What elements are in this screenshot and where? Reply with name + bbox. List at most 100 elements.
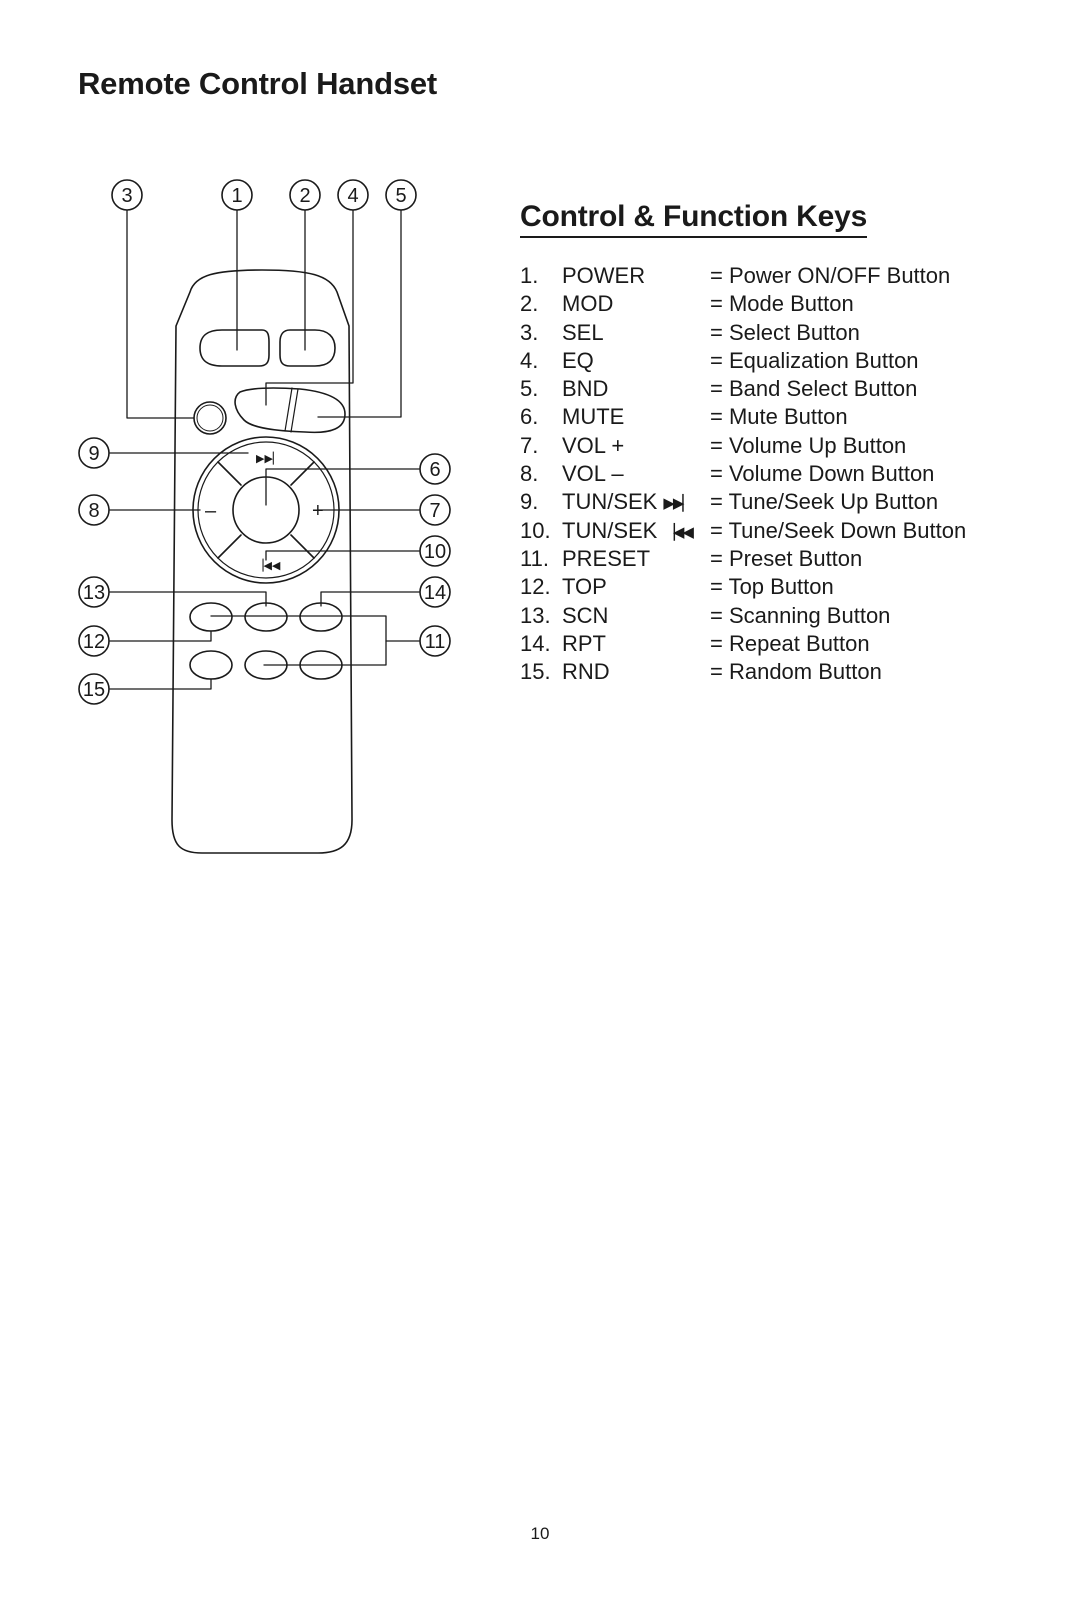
- key-number: 6.: [520, 404, 539, 430]
- key-description: = Band Select Button: [710, 376, 918, 402]
- svg-text:6: 6: [429, 459, 440, 481]
- key-number: 4.: [520, 347, 539, 373]
- key-description: = Volume Down Button: [710, 461, 935, 487]
- svg-text:2: 2: [299, 185, 310, 207]
- key-description: = Equalization Button: [710, 347, 919, 373]
- seek-down-glyph: ▕◀◀: [255, 558, 281, 572]
- key-row: 11. PRESET = Preset Button: [520, 545, 1060, 573]
- key-abbreviation: SEL: [562, 319, 604, 345]
- section-title: Control & Function Keys: [520, 200, 867, 238]
- callout-3: 3: [111, 179, 143, 211]
- svg-text:8: 8: [88, 500, 99, 522]
- key-abbreviation: MUTE: [562, 404, 625, 430]
- key-description: = Random Button: [710, 659, 882, 685]
- key-number: 9.: [520, 489, 539, 515]
- rewind-icon: ▕◀◀: [663, 523, 694, 541]
- key-row: 13. SCN = Scanning Button: [520, 602, 1060, 630]
- key-description: = Repeat Button: [710, 630, 870, 656]
- callout-8: 8: [78, 494, 110, 526]
- callout-11: 11: [419, 625, 451, 657]
- key-number: 1.: [520, 263, 539, 288]
- svg-text:1: 1: [231, 185, 242, 207]
- key-row: 2. MOD = Mode Button: [520, 290, 1060, 318]
- callout-1: 1: [221, 179, 253, 211]
- svg-text:5: 5: [395, 185, 406, 207]
- vol-up-glyph: +: [312, 500, 324, 522]
- key-row: 3. SEL = Select Button: [520, 319, 1060, 347]
- key-abbreviation: MOD: [562, 291, 614, 317]
- fast-forward-icon: ▶▶▏: [663, 495, 694, 513]
- mode-button: [279, 329, 336, 367]
- top-button: [244, 602, 288, 632]
- svg-text:15: 15: [83, 679, 105, 701]
- key-row: 12. TOP = Top Button: [520, 573, 1060, 601]
- svg-text:7: 7: [429, 500, 440, 522]
- callout-4: 4: [337, 179, 369, 211]
- seek-up-glyph: ▶▶▏: [256, 451, 281, 465]
- key-row: 8. VOL – = Volume Down Button: [520, 460, 1060, 488]
- key-row: 9. TUN/SEK▶▶▏ = Tune/Seek Up Button: [520, 488, 1060, 516]
- key-number: 7.: [520, 432, 539, 458]
- key-abbreviation: VOL +: [562, 432, 625, 458]
- scan-button: [189, 602, 233, 632]
- callout-15: 15: [78, 673, 110, 705]
- key-number: 2.: [520, 291, 539, 317]
- key-number: 10.: [520, 517, 551, 543]
- svg-text:9: 9: [88, 443, 99, 465]
- key-row: 10. TUN/SEK ▕◀◀ = Tune/Seek Down Button: [520, 517, 1060, 545]
- callout-2: 2: [289, 179, 321, 211]
- svg-text:12: 12: [83, 631, 105, 653]
- key-row: 15. RND = Random Button: [520, 658, 1060, 686]
- key-row: 6. MUTE = Mute Button: [520, 403, 1060, 431]
- key-description: = Scanning Button: [710, 602, 891, 628]
- key-abbreviation: BND: [562, 376, 609, 402]
- svg-text:14: 14: [424, 582, 446, 604]
- key-abbreviation: EQ: [562, 347, 594, 373]
- eq-band-button: [234, 387, 346, 434]
- key-abbreviation: SCN: [562, 602, 609, 628]
- power-button: [199, 329, 270, 367]
- key-row: 1. POWER = Power ON/OFF Button: [520, 262, 1060, 290]
- callout-9: 9: [78, 437, 110, 469]
- key-description: = Tune/Seek Down Button: [710, 517, 967, 543]
- key-abbreviation-text: TUN/SEK: [562, 517, 658, 543]
- key-description: = Select Button: [710, 319, 860, 345]
- key-description: = Power ON/OFF Button: [710, 263, 951, 288]
- key-abbreviation: TUN/SEK ▕◀◀: [562, 517, 694, 547]
- key-description: = Top Button: [710, 574, 834, 600]
- svg-text:10: 10: [424, 541, 446, 563]
- random-button: [189, 650, 233, 680]
- key-number: 8.: [520, 461, 539, 487]
- callout-7: 7: [419, 494, 451, 526]
- key-list: 1. POWER = Power ON/OFF Button 2. MOD = …: [520, 262, 1060, 686]
- key-row: 14. RPT = Repeat Button: [520, 630, 1060, 658]
- key-abbreviation: TOP: [562, 574, 607, 600]
- key-row: 7. VOL + = Volume Up Button: [520, 432, 1060, 460]
- callout-13: 13: [78, 576, 110, 608]
- key-number: 5.: [520, 376, 539, 402]
- svg-text:3: 3: [121, 185, 132, 207]
- callout-12: 12: [78, 625, 110, 657]
- key-abbreviation: RPT: [562, 630, 606, 656]
- key-description: = Preset Button: [710, 545, 863, 571]
- key-description: = Mode Button: [710, 291, 854, 317]
- key-number: 12.: [520, 574, 551, 600]
- key-number: 13.: [520, 602, 551, 628]
- callout-6: 6: [419, 453, 451, 485]
- key-abbreviation: POWER: [562, 263, 646, 288]
- key-row: 4. EQ = Equalization Button: [520, 347, 1060, 375]
- key-number: 3.: [520, 319, 539, 345]
- key-row: 5. BND = Band Select Button: [520, 375, 1060, 403]
- callout-5: 5: [385, 179, 417, 211]
- key-number: 11.: [520, 545, 549, 571]
- page-number: 10: [530, 1524, 550, 1543]
- key-description: = Tune/Seek Up Button: [710, 489, 939, 515]
- svg-text:13: 13: [83, 582, 105, 604]
- remote-body: [171, 269, 353, 854]
- key-number: 15.: [520, 659, 551, 685]
- key-description: = Volume Up Button: [710, 432, 907, 458]
- callout-10: 10: [419, 535, 451, 567]
- key-abbreviation: VOL –: [562, 461, 624, 487]
- svg-text:11: 11: [425, 631, 446, 653]
- key-abbreviation: RND: [562, 659, 610, 685]
